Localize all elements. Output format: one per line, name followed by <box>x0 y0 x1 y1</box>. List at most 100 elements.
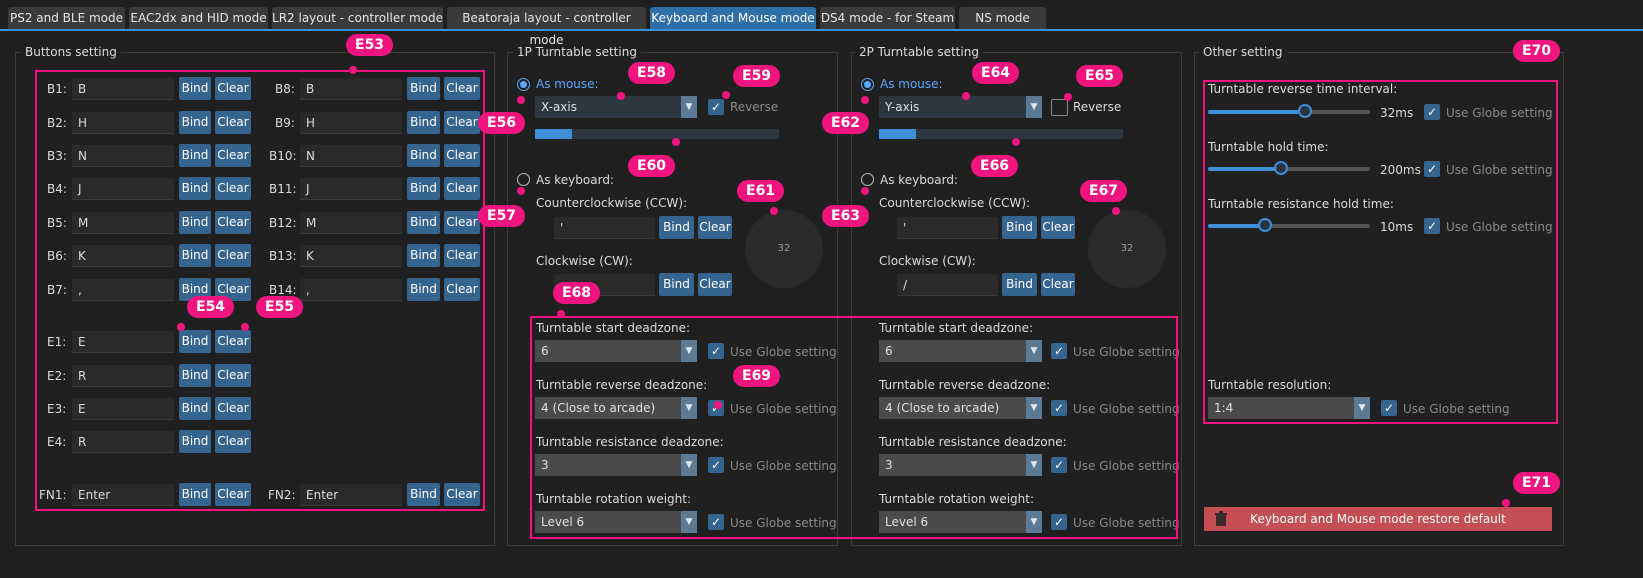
use-globe-checkbox[interactable]: ✓ <box>1051 343 1067 359</box>
bind-button[interactable]: Bind <box>179 430 211 453</box>
bind-button[interactable]: Bind <box>179 397 211 420</box>
fn1-bind-button[interactable]: Bind <box>179 483 211 506</box>
clear-button[interactable]: Clear <box>215 77 251 100</box>
slider-handle[interactable] <box>1257 218 1272 232</box>
p2-axis-select[interactable]: Y-axis ▼ <box>879 96 1042 118</box>
tab-lr2-layout[interactable]: LR2 layout - controller mode <box>272 7 443 29</box>
use-globe-checkbox[interactable]: ✓ <box>708 514 724 530</box>
key-field[interactable]: J <box>72 178 174 200</box>
clear-button[interactable]: Clear <box>215 244 251 267</box>
bind-button[interactable]: Bind <box>179 177 211 200</box>
p1-cw-bind-button[interactable]: Bind <box>659 273 694 296</box>
clear-button[interactable]: Clear <box>215 330 251 353</box>
p1-reverse-checkbox[interactable]: ✓ <box>708 99 724 115</box>
tab-beatoraja-layout[interactable]: Beatoraja layout - controller mode <box>447 7 646 47</box>
use-globe-checkbox[interactable]: ✓ <box>1051 457 1067 473</box>
bind-button[interactable]: Bind <box>407 144 440 167</box>
clear-button[interactable]: Clear <box>444 211 480 234</box>
bind-button[interactable]: Bind <box>179 364 211 387</box>
fn1-field[interactable]: Enter <box>72 484 174 506</box>
key-field[interactable]: M <box>300 212 402 234</box>
reverse-interval-slider[interactable] <box>1208 104 1370 118</box>
bind-button[interactable]: Bind <box>179 144 211 167</box>
tab-eac2dx-hid[interactable]: EAC2dx and HID mode <box>129 7 268 29</box>
p1-ccw-bind-button[interactable]: Bind <box>659 216 694 239</box>
p1-as-keyboard-radio[interactable] <box>517 173 530 186</box>
deadzone-select[interactable]: 6▼ <box>879 340 1042 362</box>
tab-ns-mode[interactable]: NS mode <box>959 7 1046 29</box>
use-globe-checkbox[interactable]: ✓ <box>1424 104 1440 120</box>
key-field[interactable]: R <box>72 365 174 387</box>
p2-cw-bind-button[interactable]: Bind <box>1002 273 1037 296</box>
use-globe-checkbox[interactable]: ✓ <box>708 343 724 359</box>
tab-ps2-ble[interactable]: PS2 and BLE mode <box>8 7 125 29</box>
fn2-field[interactable]: Enter <box>300 484 402 506</box>
key-field[interactable]: B <box>72 78 174 100</box>
bind-button[interactable]: Bind <box>407 211 440 234</box>
key-field[interactable]: K <box>72 245 174 267</box>
bind-button[interactable]: Bind <box>179 77 211 100</box>
p1-cw-clear-button[interactable]: Clear <box>698 273 732 296</box>
hold-time-slider[interactable] <box>1208 161 1370 175</box>
clear-button[interactable]: Clear <box>215 177 251 200</box>
clear-button[interactable]: Clear <box>444 111 480 134</box>
p1-ccw-field[interactable]: ' <box>554 217 655 239</box>
key-field[interactable]: E <box>72 398 174 420</box>
fn2-clear-button[interactable]: Clear <box>444 483 480 506</box>
key-field[interactable]: J <box>300 178 402 200</box>
deadzone-select[interactable]: 3▼ <box>535 454 697 476</box>
clear-button[interactable]: Clear <box>215 364 251 387</box>
key-field[interactable]: H <box>300 112 402 134</box>
bind-button[interactable]: Bind <box>179 244 211 267</box>
slider-handle[interactable] <box>1273 161 1288 175</box>
use-globe-checkbox[interactable]: ✓ <box>1051 514 1067 530</box>
clear-button[interactable]: Clear <box>215 111 251 134</box>
key-field[interactable]: , <box>300 279 402 301</box>
key-field[interactable]: N <box>300 145 402 167</box>
clear-button[interactable]: Clear <box>444 244 480 267</box>
bind-button[interactable]: Bind <box>407 244 440 267</box>
p2-cw-field[interactable]: / <box>897 274 998 296</box>
p1-ccw-clear-button[interactable]: Clear <box>698 216 732 239</box>
clear-button[interactable]: Clear <box>444 278 480 301</box>
tab-keyboard-mouse[interactable]: Keyboard and Mouse mode <box>650 7 816 29</box>
bind-button[interactable]: Bind <box>407 278 440 301</box>
key-field[interactable]: K <box>300 245 402 267</box>
deadzone-select[interactable]: Level 6▼ <box>535 511 697 533</box>
deadzone-select[interactable]: 4 (Close to arcade)▼ <box>535 397 697 419</box>
key-field[interactable]: E <box>72 331 174 353</box>
bind-button[interactable]: Bind <box>407 77 440 100</box>
clear-button[interactable]: Clear <box>444 144 480 167</box>
clear-button[interactable]: Clear <box>215 278 251 301</box>
restore-default-button[interactable]: Keyboard and Mouse mode restore default <box>1204 507 1552 531</box>
use-globe-checkbox[interactable]: ✓ <box>708 457 724 473</box>
slider-handle[interactable] <box>1298 104 1313 118</box>
clear-button[interactable]: Clear <box>215 211 251 234</box>
use-globe-checkbox[interactable]: ✓ <box>1424 218 1440 234</box>
p1-axis-select[interactable]: X-axis ▼ <box>535 96 697 118</box>
key-field[interactable]: R <box>72 431 174 453</box>
bind-button[interactable]: Bind <box>407 111 440 134</box>
use-globe-checkbox[interactable]: ✓ <box>1381 400 1397 416</box>
p1-turntable-dial[interactable]: 32 <box>745 210 823 288</box>
key-field[interactable]: , <box>72 279 174 301</box>
bind-button[interactable]: Bind <box>179 330 211 353</box>
clear-button[interactable]: Clear <box>215 397 251 420</box>
fn2-bind-button[interactable]: Bind <box>407 483 440 506</box>
p2-ccw-field[interactable]: ' <box>897 217 998 239</box>
p2-turntable-dial[interactable]: 32 <box>1088 210 1166 288</box>
use-globe-checkbox[interactable]: ✓ <box>1051 400 1067 416</box>
bind-button[interactable]: Bind <box>407 177 440 200</box>
p2-ccw-clear-button[interactable]: Clear <box>1041 216 1075 239</box>
key-field[interactable]: H <box>72 112 174 134</box>
p2-ccw-bind-button[interactable]: Bind <box>1002 216 1037 239</box>
p2-as-mouse-radio[interactable] <box>861 78 874 91</box>
p2-reverse-checkbox[interactable] <box>1051 99 1068 116</box>
tab-ds4-steam[interactable]: DS4 mode - for Steam <box>820 7 955 29</box>
clear-button[interactable]: Clear <box>215 144 251 167</box>
resistance-hold-slider[interactable] <box>1208 218 1370 232</box>
bind-button[interactable]: Bind <box>179 211 211 234</box>
key-field[interactable]: M <box>72 212 174 234</box>
key-field[interactable]: N <box>72 145 174 167</box>
key-field[interactable]: B <box>300 78 402 100</box>
